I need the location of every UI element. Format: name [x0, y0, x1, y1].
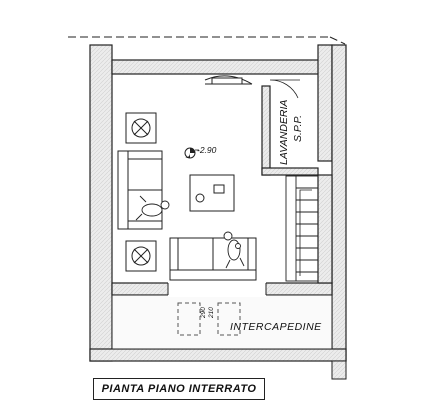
wall-lamp: [204, 75, 253, 85]
person-figure-icon: [223, 231, 245, 269]
room-label-laundry: LAVANDERIA: [278, 100, 290, 165]
staircase: [285, 175, 319, 282]
door-opening: [167, 281, 267, 336]
sofa-left: [117, 150, 163, 230]
sofa-bottom: [169, 237, 257, 281]
armchair-icon: [125, 240, 157, 272]
property-boundary: [68, 36, 346, 45]
intercapedine-label: INTERCAPEDINE: [230, 321, 322, 333]
level-marker-label: -2.90: [197, 145, 217, 155]
armchair-icon: [125, 112, 157, 144]
door-dim-top: 290: [200, 307, 207, 319]
laundry-door: [269, 79, 300, 99]
coffee-table: [189, 174, 235, 212]
intercapedine-corridor: [111, 294, 333, 350]
door-dim-bottom: 210: [208, 307, 215, 319]
laundry-partition: [261, 85, 319, 176]
person-figure-icon: [135, 195, 170, 221]
room-label-spp: S.P.P.: [292, 115, 304, 142]
level-marker-icon: [184, 147, 199, 159]
plan-caption: PIANTA PIANO INTERRATO: [93, 378, 265, 400]
wall-step: [331, 360, 347, 380]
